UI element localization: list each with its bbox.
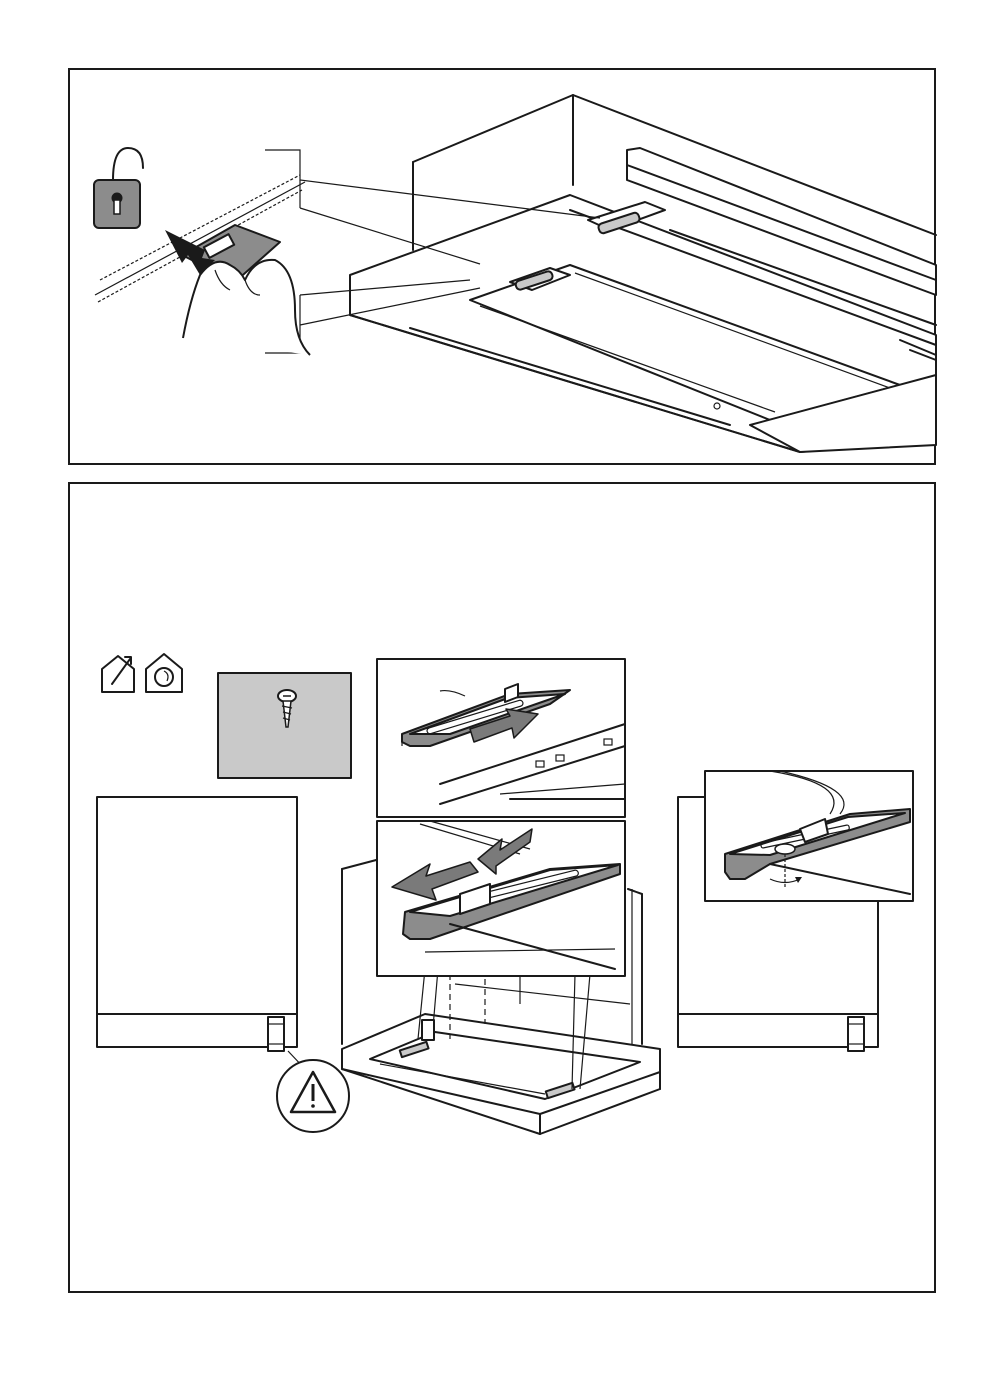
installation-illustration (70, 484, 938, 1295)
top-panel (68, 68, 936, 465)
hood-filter-illustration (70, 70, 938, 467)
detail-bracket-insert (377, 659, 625, 817)
house-recirculation-mode-icon (146, 654, 182, 692)
detail-bracket-slide (377, 821, 625, 976)
house-exhaust-mode-icon (102, 656, 134, 692)
bottom-panel (68, 482, 936, 1293)
screw-box (218, 673, 351, 778)
warning-triangle-icon (277, 1051, 349, 1132)
unlocked-padlock-icon (94, 148, 143, 228)
left-cabinet (97, 797, 297, 1051)
detail-screw-fixing (705, 771, 913, 901)
